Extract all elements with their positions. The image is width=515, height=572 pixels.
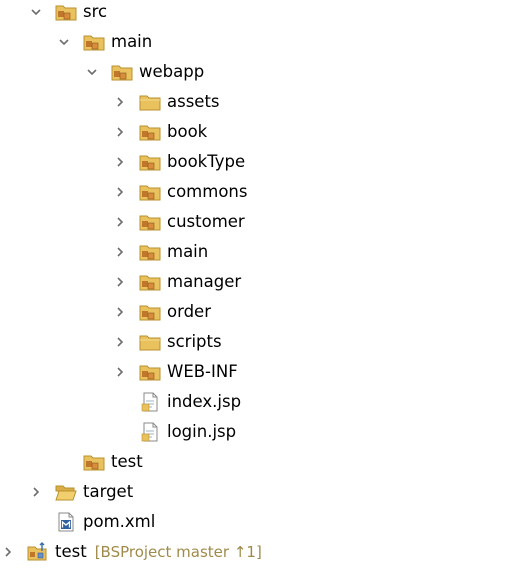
package-folder-icon	[139, 121, 161, 143]
chevron-right-icon[interactable]	[113, 327, 127, 357]
tree-item-customer[interactable]: customer	[113, 207, 245, 237]
chevron-right-icon[interactable]	[113, 87, 127, 117]
java-project-icon	[27, 541, 49, 563]
tree-item-scripts[interactable]: scripts	[113, 327, 222, 357]
chevron-right-icon[interactable]	[29, 477, 43, 507]
tree-item-webapp[interactable]: webapp	[85, 57, 204, 87]
tree-item-label: webapp	[139, 62, 205, 81]
tree-item-test[interactable]: test	[57, 447, 143, 477]
package-folder-icon	[139, 181, 161, 203]
folder-icon	[139, 91, 161, 113]
chevron-right-icon[interactable]	[113, 147, 127, 177]
tree-item-test-project[interactable]: test [BSProject master ↑1]	[1, 537, 262, 567]
tree-item-label: target	[83, 482, 134, 501]
tree-item-web-inf[interactable]: WEB-INF	[113, 357, 238, 387]
chevron-down-icon[interactable]	[57, 27, 71, 57]
jsp-file-icon	[139, 421, 161, 443]
package-folder-icon	[139, 301, 161, 323]
tree-item-src[interactable]: src	[29, 0, 107, 27]
tree-item-assets[interactable]: assets	[113, 87, 220, 117]
tree-item-main[interactable]: main	[57, 27, 152, 57]
chevron-right-icon[interactable]	[1, 537, 15, 567]
tree-item-login-jsp[interactable]: login.jsp	[113, 417, 236, 447]
tree-item-manager[interactable]: manager	[113, 267, 241, 297]
chevron-right-icon[interactable]	[113, 297, 127, 327]
package-folder-icon	[55, 1, 77, 23]
package-folder-icon	[139, 211, 161, 233]
tree-item-label: bookType	[167, 152, 246, 171]
tree-item-label: customer	[167, 212, 245, 231]
chevron-down-icon[interactable]	[85, 57, 99, 87]
package-folder-icon	[139, 151, 161, 173]
tree-item-booktype[interactable]: bookType	[113, 147, 245, 177]
tree-item-label: main	[167, 242, 209, 261]
package-folder-icon	[83, 31, 105, 53]
tree-item-label: commons	[167, 182, 248, 201]
tree-item-label: assets	[167, 92, 220, 111]
git-status-decoration: [BSProject master ↑1]	[94, 543, 262, 561]
package-folder-icon	[139, 271, 161, 293]
tree-item-label: test	[55, 542, 87, 561]
tree-item-label: scripts	[167, 332, 222, 351]
chevron-right-icon[interactable]	[113, 117, 127, 147]
tree-item-book[interactable]: book	[113, 117, 207, 147]
chevron-right-icon[interactable]	[113, 357, 127, 387]
package-folder-icon	[111, 61, 133, 83]
chevron-right-icon[interactable]	[113, 177, 127, 207]
tree-item-label: login.jsp	[167, 422, 237, 441]
chevron-right-icon[interactable]	[113, 267, 127, 297]
tree-item-target[interactable]: target	[29, 477, 133, 507]
tree-item-order[interactable]: order	[113, 297, 211, 327]
tree-item-commons[interactable]: commons	[113, 177, 247, 207]
package-folder-icon	[139, 241, 161, 263]
tree-item-label: src	[83, 2, 108, 21]
package-folder-icon	[83, 451, 105, 473]
tree-item-pom-xml[interactable]: pom.xml	[29, 507, 155, 537]
tree-item-label: main	[111, 32, 153, 51]
tree-item-label: pom.xml	[83, 512, 156, 531]
tree-item-label: order	[167, 302, 211, 321]
tree-item-label: test	[111, 452, 143, 471]
chevron-down-icon[interactable]	[29, 0, 43, 27]
chevron-right-icon[interactable]	[113, 237, 127, 267]
maven-pom-icon	[55, 511, 77, 533]
open-folder-icon	[55, 481, 77, 503]
tree-item-label: book	[167, 122, 208, 141]
tree-item-main-child[interactable]: main	[113, 237, 208, 267]
package-folder-icon	[139, 361, 161, 383]
folder-icon	[139, 331, 161, 353]
tree-item-label: WEB-INF	[167, 362, 238, 381]
tree-item-index-jsp[interactable]: index.jsp	[113, 387, 241, 417]
tree-item-label: manager	[167, 272, 242, 291]
jsp-file-icon	[139, 391, 161, 413]
tree-item-label: index.jsp	[167, 392, 242, 411]
chevron-right-icon[interactable]	[113, 207, 127, 237]
